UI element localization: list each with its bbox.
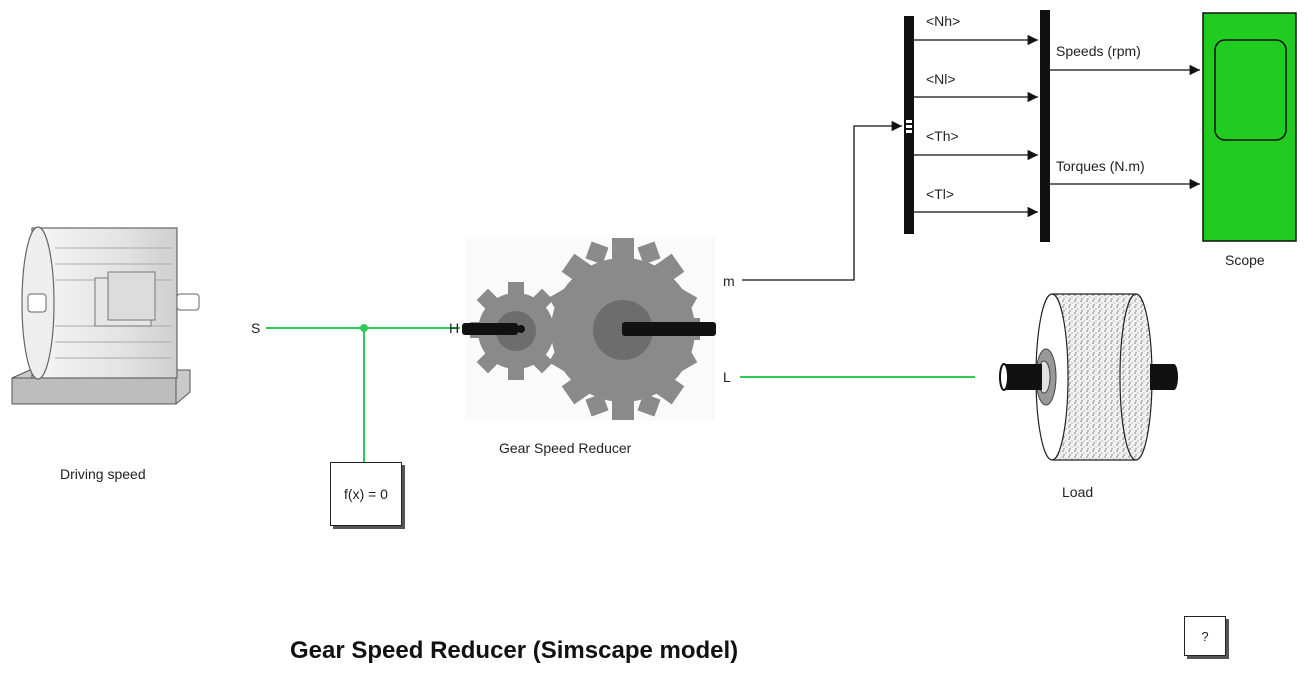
solver-configuration-block[interactable]: f(x) = 0 <box>330 462 402 526</box>
signal-label-tl: <Tl> <box>926 186 955 202</box>
scope-label: Scope <box>1225 252 1265 268</box>
scope-block[interactable] <box>1202 12 1297 242</box>
physical-connection-s-h[interactable] <box>266 324 460 462</box>
signal-label-nh: <Nh> <box>926 13 961 29</box>
gear-speed-reducer-block[interactable] <box>462 237 716 421</box>
signal-label-speeds: Speeds (rpm) <box>1056 43 1141 59</box>
signal-label-nl: <Nl> <box>926 71 956 87</box>
scope-screen-icon <box>1214 39 1287 141</box>
signal-label-th: <Th> <box>926 128 959 144</box>
port-l-label: L <box>723 369 731 385</box>
bus-signal-lines[interactable] <box>914 34 1038 218</box>
signal-label-torques: Torques (N.m) <box>1056 158 1145 174</box>
mux-block[interactable] <box>1040 10 1050 242</box>
load-label: Load <box>1062 484 1094 500</box>
port-m-label: m <box>723 273 735 289</box>
port-s-label: S <box>251 320 261 336</box>
driving-speed-block[interactable] <box>11 226 200 405</box>
solver-configuration-label: f(x) = 0 <box>344 486 388 502</box>
load-block[interactable] <box>999 293 1178 461</box>
port-h-label: H <box>449 320 460 336</box>
shaft-icon <box>462 322 716 336</box>
signal-line-m[interactable] <box>742 120 902 281</box>
junction-dot <box>360 324 368 332</box>
bus-selector-block[interactable] <box>904 16 914 234</box>
model-title: Gear Speed Reducer (Simscape model) <box>290 637 739 664</box>
help-icon: ? <box>1201 628 1209 644</box>
scope-signal-lines[interactable] <box>1050 64 1200 190</box>
help-button[interactable]: ? <box>1184 616 1226 656</box>
driving-speed-label: Driving speed <box>60 466 146 482</box>
gear-speed-reducer-label: Gear Speed Reducer <box>499 440 632 456</box>
